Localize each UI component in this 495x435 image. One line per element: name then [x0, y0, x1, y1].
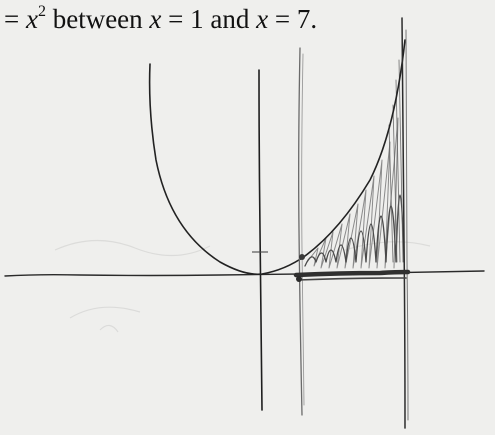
- caption-upper-bound: = 7.: [268, 4, 318, 34]
- problem-caption: = x2 between x = 1 and x = 7.: [4, 3, 317, 35]
- y-axis: [258, 69, 263, 411]
- parabola-curve: [148, 39, 406, 276]
- left-bound-line: [298, 47, 303, 416]
- x-axis: [4, 270, 485, 277]
- interval-baseline: [293, 269, 411, 278]
- left-intersection-dot: [299, 254, 305, 260]
- shading-dark-scribble: [304, 194, 405, 267]
- caption-variable-x-upper: x: [256, 4, 269, 34]
- left-axis-dot: [296, 276, 302, 282]
- right-bound-line-shadow: [405, 29, 409, 421]
- caption-exponent: 2: [37, 3, 46, 20]
- interval-baseline-edge: [297, 277, 407, 281]
- caption-variable-x: x: [25, 4, 38, 34]
- shading-fill-strokes: [388, 59, 404, 263]
- caption-variable-x-lower: x: [149, 4, 162, 34]
- caption-between: between: [45, 4, 150, 34]
- caption-lower-bound: = 1 and: [161, 4, 257, 34]
- shading-light-hatch: [306, 117, 399, 269]
- caption-lead: =: [4, 4, 26, 34]
- area-shading: [304, 59, 405, 269]
- right-bound-line: [401, 17, 406, 429]
- left-bound-line-shadow: [301, 53, 305, 406]
- paper-smudges: [54, 239, 431, 333]
